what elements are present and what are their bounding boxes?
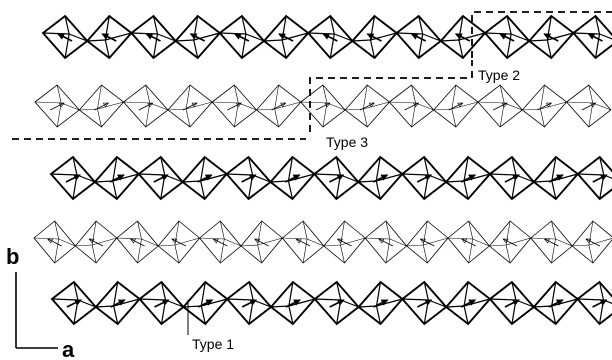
octahedron [167,84,213,128]
octahedron [571,220,612,264]
chain-row-3 [49,155,612,201]
octahedron [388,84,435,128]
octahedron [400,155,448,201]
octahedron [123,84,169,128]
octahedron [94,280,141,326]
octahedron [262,14,310,60]
octahedron [78,84,125,128]
type3-label: Type 3 [326,134,368,150]
octahedron [138,280,185,326]
octahedron [488,155,536,201]
axis-a-label: a [62,337,75,360]
chain-row-1 [41,14,612,60]
octahedron [199,220,242,264]
octahedron [313,280,360,326]
axes-indicator: b a [6,244,75,360]
octahedron [488,220,532,264]
octahedron [33,220,76,264]
octahedron [157,220,201,264]
octahedron [532,280,579,326]
octahedron [182,280,229,326]
octahedron [49,155,97,201]
octahedron [74,220,118,264]
chain-row-2 [34,84,612,128]
octahedron [356,155,404,201]
octahedron [137,155,185,201]
chain-row-5 [50,280,612,326]
octahedron [483,14,531,60]
octahedron [281,220,325,264]
octahedron [532,155,580,201]
octahedron [225,280,273,326]
octahedron [85,14,133,60]
octahedron [313,155,360,201]
chain-row-4 [33,220,612,264]
octahedron [269,155,316,201]
octahedron [323,220,366,264]
octahedron [34,84,80,128]
octahedron [181,155,228,201]
octahedron [439,14,487,60]
octahedron [306,14,354,60]
octahedron [576,155,612,201]
octahedron [576,280,612,326]
octahedron [93,155,141,201]
octahedron [364,220,408,264]
axis-b-label: b [6,244,19,269]
type2-dashed-outline [471,11,612,58]
octahedron [269,280,317,326]
octahedron [116,220,159,264]
octahedron [255,84,302,128]
octahedron [521,84,568,128]
octahedron [406,220,449,264]
octahedron [357,280,404,326]
octahedron [488,280,536,326]
octahedron [41,14,89,60]
octahedron [447,220,490,264]
type1-label: Type 1 [192,336,234,352]
octahedron [444,155,492,201]
octahedron [395,14,443,60]
octahedron [527,14,575,60]
octahedron [300,84,346,128]
octahedron [566,84,612,128]
octahedron [572,14,612,60]
octahedron [477,84,523,128]
octahedron [174,14,222,60]
octahedron [530,220,573,264]
octahedra-chains [33,14,612,326]
octahedron [240,220,283,264]
octahedron [444,280,492,326]
octahedron [433,84,479,128]
octahedron [225,155,272,201]
octahedron [401,280,448,326]
type3-dashed-outline [309,60,473,132]
octahedron [50,280,98,326]
octahedron [344,84,390,128]
type2-label: Type 2 [478,67,520,83]
octahedron [351,14,398,60]
octahedron [218,14,266,60]
octahedron [211,84,258,128]
octahedron [130,14,177,60]
